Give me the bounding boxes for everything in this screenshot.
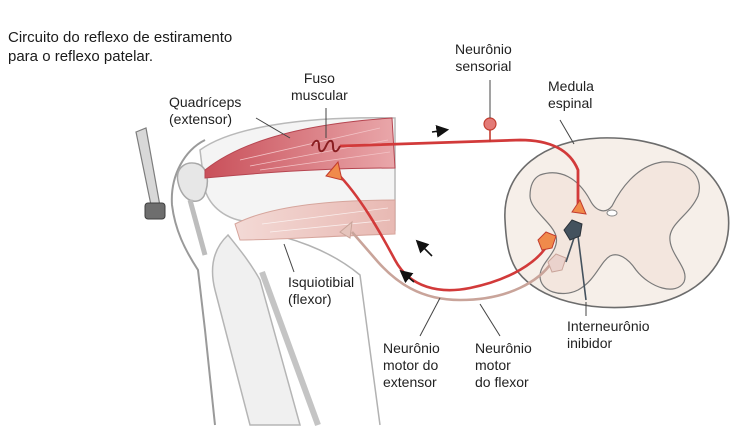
leader-isquio [283,243,295,273]
label-flexor-motor-neuron-line2: motor [475,357,511,373]
flexor-ending [339,220,353,239]
central-canal [606,209,618,217]
flexor-cell-body [547,253,567,273]
label-sensory-neuron: Neurônio sensorial [455,41,512,75]
flexor-direction-arrow [399,269,415,284]
leader-quadriceps [255,117,291,139]
label-flexor-motor-neuron-line3: do flexor [475,374,529,390]
leader-medula [559,119,575,145]
patellar-tendon [187,199,208,256]
figure-title-line2: para o reflexo patelar. [8,48,154,65]
hammer-head [144,202,166,220]
label-spinal-cord-line1: Medula [548,78,594,94]
sensory-direction-arrow [431,125,450,138]
label-quadriceps: Quadríceps (extensor) [169,94,241,128]
label-extensor-motor-neuron: Neurônio motor do extensor [383,340,440,391]
patella [176,162,209,202]
figure-title-line1: Circuito do reflexo de estiramento [8,29,233,46]
label-flexor-motor-neuron-line1: Neurônio [475,340,532,356]
label-extensor-motor-neuron-line1: Neurônio [383,340,440,356]
leader-motor-ext [419,297,441,337]
inhibitory-interneuron [563,219,587,301]
label-sensory-neuron-line1: Neurônio [455,41,512,57]
label-muscle-spindle-line1: Fuso [303,70,335,86]
label-hamstring-line2: (flexor) [288,291,332,307]
figure-title: Circuito do reflexo de estiramento para … [8,28,232,66]
label-hamstring-line1: Isquiotibial [288,274,355,290]
label-quadriceps-line2: (extensor) [169,111,233,127]
gray-matter [529,161,700,295]
extensor-cell-body [537,231,557,251]
label-extensor-motor-neuron-line3: extensor [383,374,437,390]
spinal-cord [504,137,730,309]
leader-motor-flex [479,303,501,337]
label-muscle-spindle: Fuso muscular [291,70,348,104]
sensory-terminal [571,198,587,215]
sensory-pathway [339,138,580,206]
extensor-motor-pathway [335,171,550,292]
label-sensory-neuron-line2: sensorial [455,58,512,74]
interneuron-cell-body [563,219,583,241]
extensor-direction-arrow [415,239,433,257]
label-muscle-spindle-line2: muscular [291,87,348,103]
knee-skin-outline [170,139,216,426]
hammer-handle [135,127,161,211]
hamstring-muscle [234,199,396,241]
label-hamstring: Isquiotibial (flexor) [288,274,354,308]
label-flexor-motor-neuron: Neurônio motor do flexor [475,340,532,391]
flexor-motor-pathway [351,231,554,302]
label-spinal-cord-line2: espinal [548,95,593,111]
label-quadriceps-line1: Quadríceps [169,94,242,110]
fibula-outline [259,270,321,427]
label-extensor-motor-neuron-line2: motor do [383,357,439,373]
sensory-cell-body [483,117,497,131]
label-inhibitory-interneuron: Interneurônio inibidor [567,318,650,352]
label-spinal-cord: Medula espinal [548,78,594,112]
label-inhibitory-interneuron-line2: inibidor [567,335,613,351]
label-inhibitory-interneuron-line1: Interneurônio [567,318,650,334]
reflex-hammer [135,127,166,220]
tibia-outline [211,233,301,426]
muscle-spindle-coil [311,139,341,153]
extensor-ending [325,160,343,181]
